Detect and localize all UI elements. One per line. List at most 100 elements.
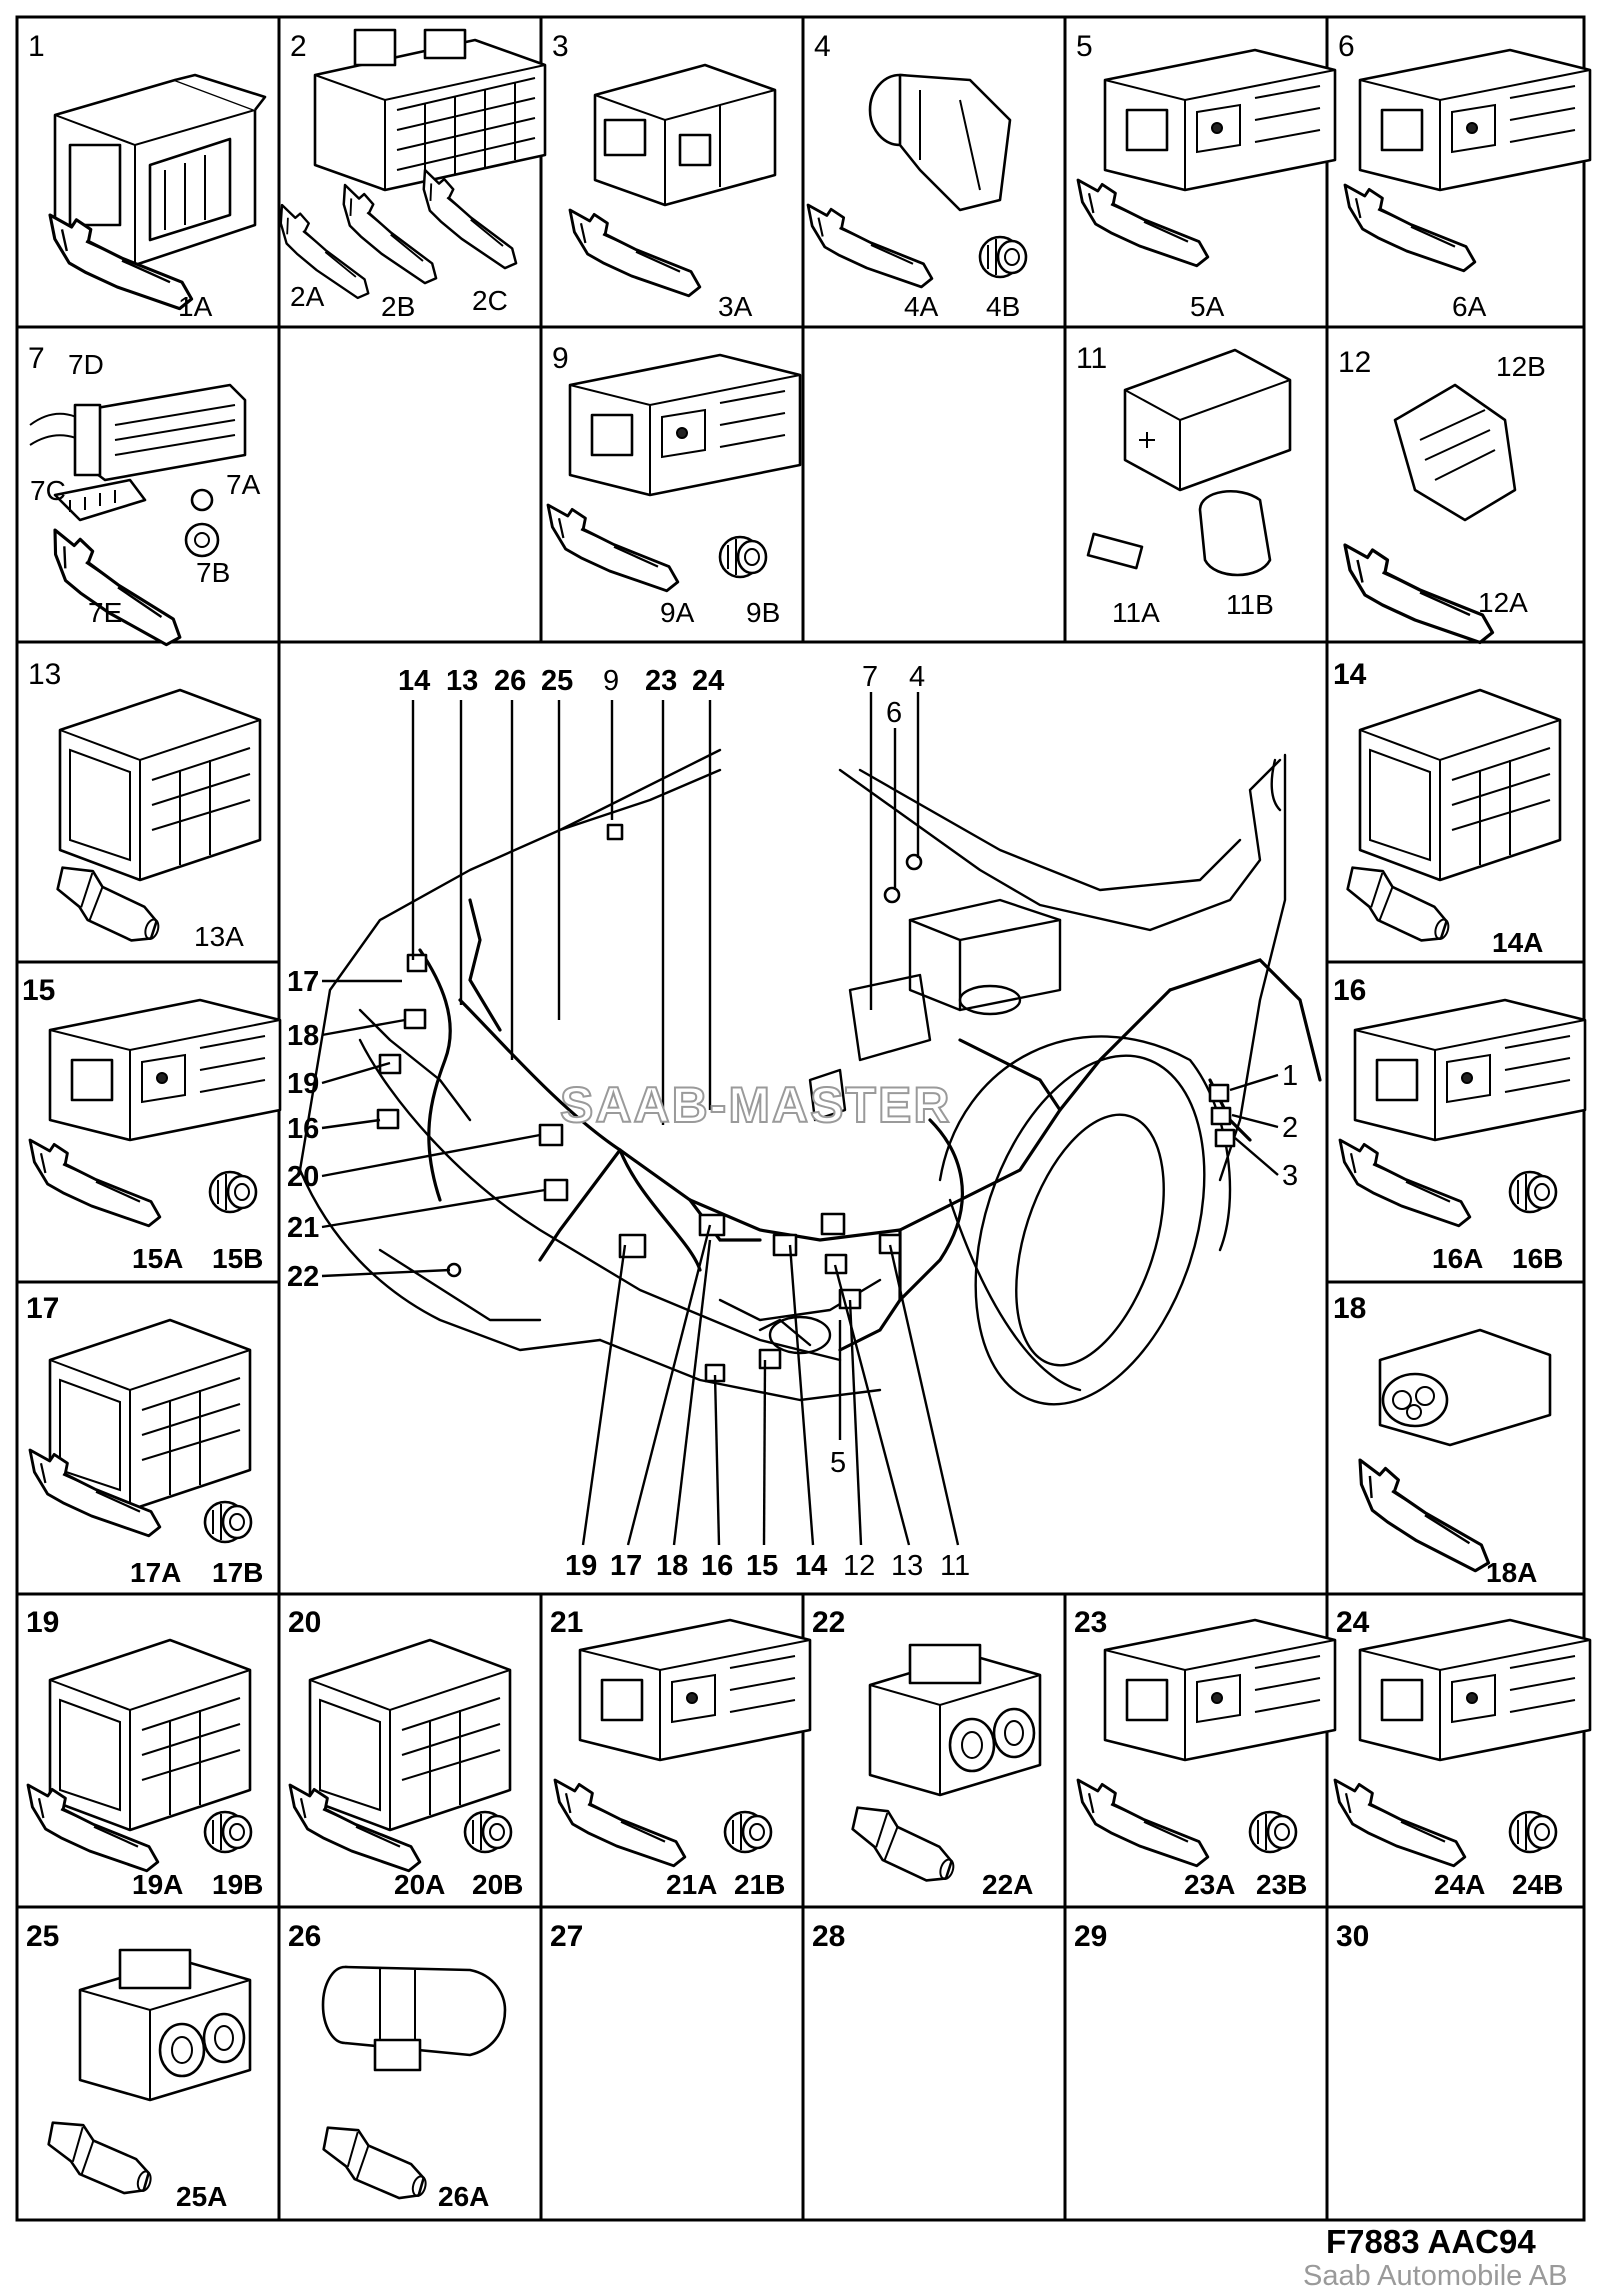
sub-label: 16A (1432, 1243, 1483, 1274)
sub-label: 4B (986, 291, 1020, 322)
cell-29 (1063, 1905, 1329, 2222)
cell-number: 25 (26, 1920, 59, 1953)
sub-label: 23B (1256, 1869, 1307, 1900)
cell-number: 7 (28, 342, 45, 375)
watermark: SAAB-MASTER (560, 1077, 951, 1133)
cell-27 (539, 1905, 805, 2222)
sub-label: 1A (178, 291, 213, 322)
cell-number: 20 (288, 1606, 321, 1639)
sub-label: 7B (196, 557, 230, 588)
sub-label: 2A (290, 281, 325, 312)
cell-number: 2 (290, 30, 307, 63)
callout: 5 (830, 1447, 846, 1479)
sub-label: 3A (718, 291, 753, 322)
engine-bay-overview (298, 748, 1322, 1406)
cell-number: 22 (812, 1606, 845, 1639)
cell-number: 1 (28, 30, 45, 63)
sub-label: 24A (1434, 1869, 1485, 1900)
part-drawings-row-6 (26, 1618, 1592, 1889)
cell-number: 14 (1333, 658, 1367, 691)
sub-label: 7E (88, 597, 122, 628)
cell-number: 24 (1336, 1606, 1370, 1639)
sub-label: 7D (68, 349, 104, 380)
sub-label: 2C (472, 285, 508, 316)
callout: 12 (843, 1550, 875, 1582)
part-drawings-row-1 (48, 28, 1592, 311)
sub-label: 14A (1492, 927, 1543, 958)
callout: 14 (398, 665, 430, 697)
callout: 17 (610, 1550, 642, 1582)
cell-grid (15, 15, 1586, 2222)
callout: 26 (494, 665, 526, 697)
callout: 19 (565, 1550, 597, 1582)
sub-label: 18A (1486, 1557, 1537, 1588)
callout: 22 (287, 1261, 319, 1293)
part-drawings-side-columns (28, 688, 1587, 1574)
cell-30 (1325, 1905, 1586, 2222)
sub-label: 20A (394, 1869, 445, 1900)
overview-callouts: 14 13 26 25 9 23 24 7 6 4 17 18 19 16 20… (287, 661, 1298, 1582)
sub-label: 15B (212, 1243, 263, 1274)
cell-number: 21 (550, 1606, 583, 1639)
sub-label: 21A (666, 1869, 717, 1900)
sub-label: 13A (194, 921, 244, 952)
callout: 25 (541, 665, 573, 697)
sub-label: 6A (1452, 291, 1487, 322)
callout: 17 (287, 966, 319, 998)
sub-label: 26A (438, 2181, 489, 2212)
cell-number: 5 (1076, 30, 1093, 63)
sub-label: 4A (904, 291, 939, 322)
sub-label: 11A (1112, 597, 1160, 628)
callout: 1 (1282, 1060, 1298, 1092)
sub-label: 11B (1226, 589, 1274, 620)
callout: 24 (692, 665, 724, 697)
sub-label: 20B (472, 1869, 523, 1900)
cell-number: 23 (1074, 1606, 1107, 1639)
cell-10 (801, 325, 1067, 644)
callout: 6 (886, 697, 902, 729)
cell-number: 29 (1074, 1920, 1107, 1953)
callout: 18 (287, 1020, 319, 1052)
cell-number: 15 (22, 974, 55, 1007)
callout: 21 (287, 1212, 319, 1244)
sub-label: 24B (1512, 1869, 1563, 1900)
callout: 2 (1282, 1112, 1298, 1144)
sub-label: 19A (132, 1869, 183, 1900)
part-drawings-row-2 (29, 348, 1517, 649)
cell-number: 6 (1338, 30, 1355, 63)
sub-label: 23A (1184, 1869, 1235, 1900)
copyright: Saab Automobile AB (1303, 2260, 1567, 2292)
callout: 15 (746, 1550, 778, 1582)
cell-number: 27 (550, 1920, 583, 1953)
sub-label: 25A (176, 2181, 227, 2212)
cell-number: 11 (1076, 342, 1107, 375)
callout: 19 (287, 1068, 319, 1100)
sub-label: 17B (212, 1557, 263, 1588)
callout: 3 (1282, 1160, 1298, 1192)
cell-number: 13 (28, 658, 61, 691)
sub-label: 16B (1512, 1243, 1563, 1274)
sub-label: 17A (130, 1557, 181, 1588)
cell-number: 26 (288, 1920, 321, 1953)
cell-number: 19 (26, 1606, 59, 1639)
callout: 4 (909, 661, 925, 693)
cell-number: 3 (552, 30, 569, 63)
sub-label: 7C (30, 475, 66, 506)
cell-number: 18 (1333, 1292, 1366, 1325)
callout: 23 (645, 665, 677, 697)
cell-number: 12 (1338, 346, 1371, 379)
callout: 13 (891, 1550, 923, 1582)
figure-code: F7883 AAC94 (1326, 2223, 1536, 2260)
cell-number: 28 (812, 1920, 845, 1953)
connector-1-drawing (53, 73, 267, 267)
cell-8 (277, 325, 543, 644)
callout: 20 (287, 1161, 319, 1193)
cell-number: 17 (26, 1292, 59, 1325)
cell-number: 9 (552, 342, 569, 375)
callout: 18 (656, 1550, 688, 1582)
sub-label: 7A (226, 469, 261, 500)
callout: 9 (603, 665, 619, 697)
sub-label: 5A (1190, 291, 1225, 322)
sub-label: 19B (212, 1869, 263, 1900)
callout: 14 (795, 1550, 827, 1582)
